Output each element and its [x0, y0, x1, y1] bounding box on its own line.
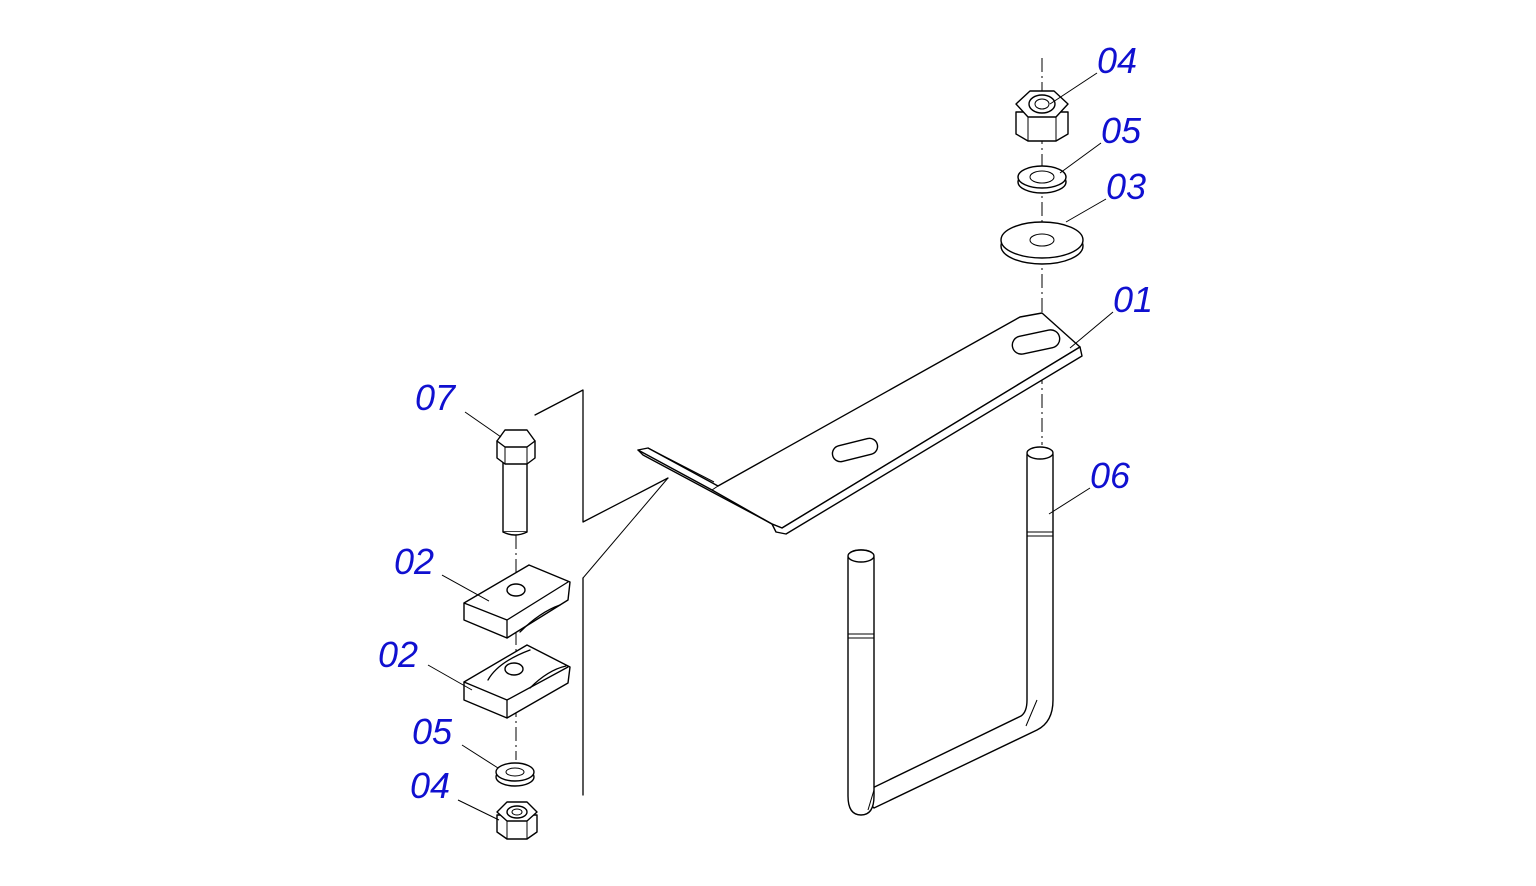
callout-04-top: 04: [1097, 40, 1137, 81]
callout-07: 07: [415, 377, 457, 418]
callout-02-lower: 02: [378, 634, 418, 675]
callout-05-bottom: 05: [412, 711, 453, 752]
leader-lines: [427, 72, 1114, 821]
u-bolt-part-06: [847, 446, 1054, 816]
hex-nut-bottom-part-04: [496, 801, 538, 840]
callout-06: 06: [1090, 455, 1131, 496]
callout-02-upper: 02: [394, 541, 434, 582]
lock-washer-bottom-part-05: [495, 762, 535, 787]
clamp-block-lower-part-02: [463, 644, 571, 719]
hex-nut-top-part-04: [1015, 90, 1069, 142]
callout-05-top: 05: [1101, 110, 1142, 151]
callout-04-bottom: 04: [410, 765, 450, 806]
mounting-frame: [534, 389, 669, 796]
callout-03: 03: [1106, 166, 1146, 207]
callout-01: 01: [1113, 279, 1153, 320]
lock-washer-top-part-05: [1017, 165, 1067, 194]
flat-washer-part-03: [1000, 221, 1084, 265]
hex-bolt-part-07: [496, 429, 536, 536]
callout-labels: 04 05 03 01 06 07 02 02 05 04: [378, 40, 1153, 806]
clamp-block-upper-part-02: [463, 564, 571, 639]
bracket-plate-part-01: [637, 312, 1083, 535]
